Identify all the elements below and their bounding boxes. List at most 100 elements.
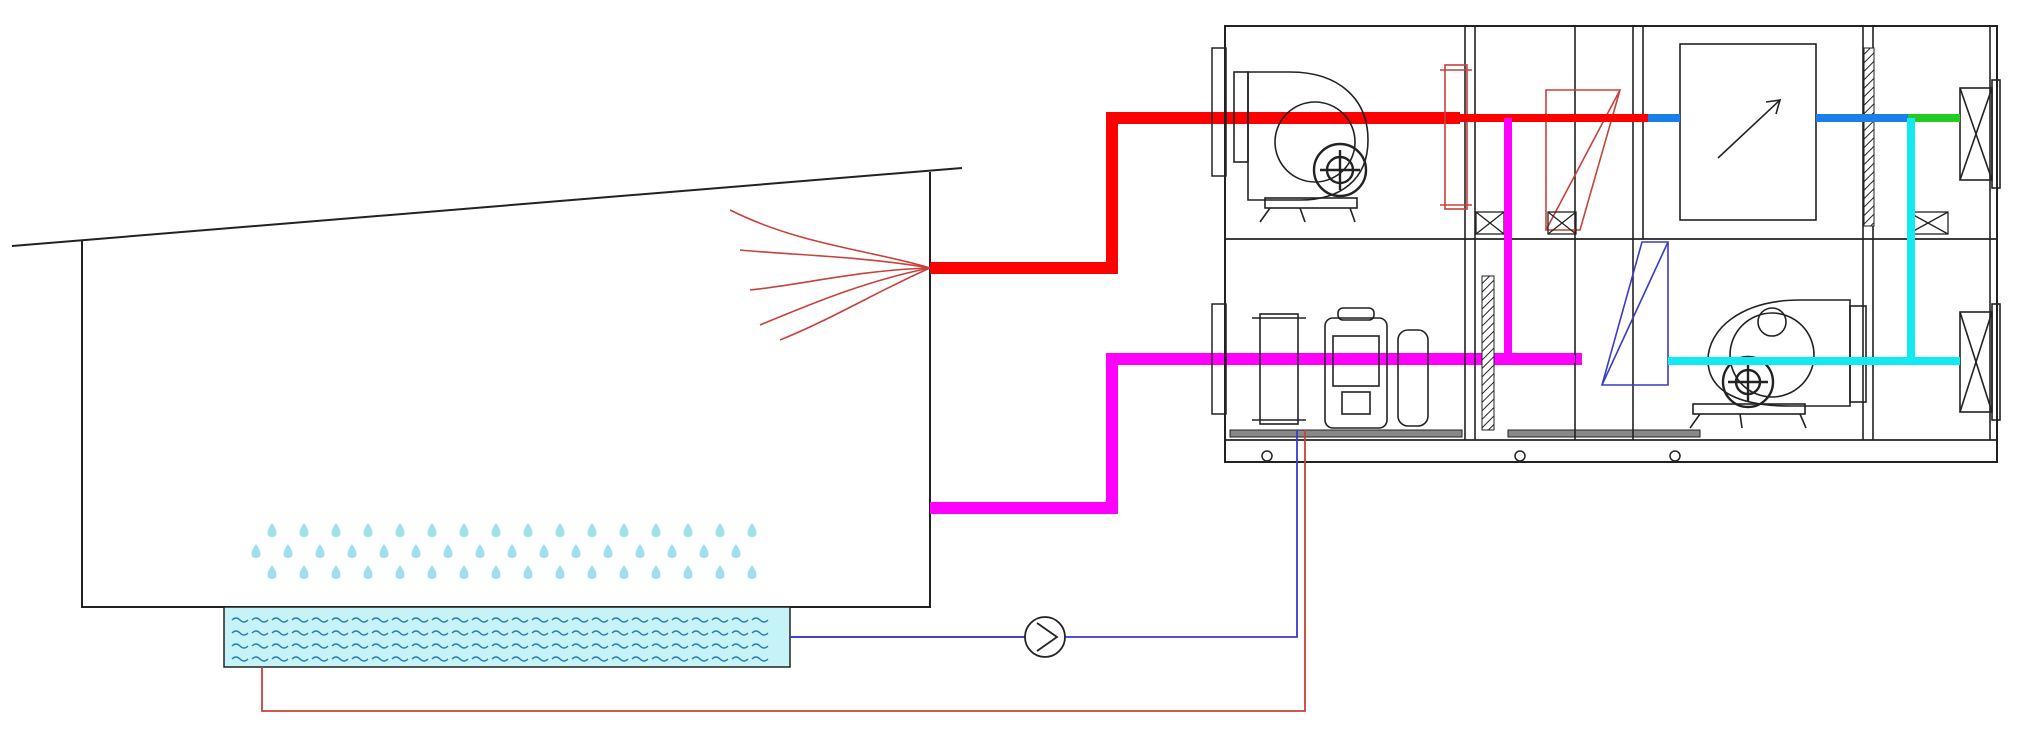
water-drop [283, 544, 293, 558]
water-drop [315, 544, 325, 558]
water-drop [731, 544, 741, 558]
water-drop [427, 523, 437, 537]
ahu-air-paths [1460, 114, 1960, 365]
water-drop [747, 523, 757, 537]
water-drop [651, 565, 661, 579]
wave-mark [711, 656, 729, 662]
water-drop [555, 523, 565, 537]
pool-hall [11, 167, 963, 608]
plate-heat-exchanger-icon [1440, 64, 1472, 210]
wave-mark [391, 643, 409, 649]
water-drop [587, 565, 597, 579]
wave-mark [291, 656, 309, 662]
water-drop [459, 565, 469, 579]
wave-mark [631, 656, 649, 662]
wave-mark [651, 656, 669, 662]
wave-mark [371, 656, 389, 662]
wave-mark [591, 643, 609, 649]
wave-mark [611, 630, 629, 636]
wave-mark [731, 656, 749, 662]
wave-mark [231, 630, 249, 636]
water-drop [555, 565, 565, 579]
wave-mark [351, 643, 369, 649]
wave-mark [631, 643, 649, 649]
wave-mark [251, 643, 269, 649]
water-drop [411, 544, 421, 558]
wave-mark [531, 617, 549, 623]
wave-mark [271, 656, 289, 662]
water-drop [715, 565, 725, 579]
water-drop [267, 523, 277, 537]
cold-water-line [1065, 430, 1298, 638]
water-drop [523, 523, 533, 537]
wave-mark [671, 617, 689, 623]
wave-mark [491, 630, 509, 636]
wave-mark [331, 617, 349, 623]
wave-mark [291, 643, 309, 649]
wave-mark [451, 617, 469, 623]
wave-mark [371, 643, 389, 649]
water-drop [443, 544, 453, 558]
air-handling-unit [1211, 25, 1998, 463]
drain-tray [1229, 429, 1463, 438]
wave-mark [391, 630, 409, 636]
wave-mark [671, 630, 689, 636]
wave-mark [351, 617, 369, 623]
wave-mark [751, 630, 769, 636]
water-drop [347, 544, 357, 558]
wave-mark [511, 630, 529, 636]
wave-mark [531, 630, 549, 636]
wave-mark [331, 630, 349, 636]
wave-mark [551, 643, 569, 649]
water-drop [331, 565, 341, 579]
water-drop [299, 565, 309, 579]
ahu-casing [1224, 25, 1998, 463]
supply-fan [1233, 71, 1369, 223]
wave-mark [391, 656, 409, 662]
wave-mark [631, 630, 649, 636]
wave-mark [531, 643, 549, 649]
wave-mark [431, 656, 449, 662]
water-drop [715, 523, 725, 537]
wave-mark [451, 656, 469, 662]
wave-mark [571, 617, 589, 623]
water-drop [587, 523, 597, 537]
wave-mark [531, 656, 549, 662]
wave-mark [731, 617, 749, 623]
water-drop [651, 523, 661, 537]
water-drop [619, 565, 629, 579]
water-drop [523, 565, 533, 579]
wave-mark [591, 617, 609, 623]
wave-mark [551, 656, 569, 662]
wave-mark [271, 617, 289, 623]
ahu-wheel [1514, 450, 1526, 462]
wave-mark [611, 617, 629, 623]
drain-tray [1507, 429, 1701, 438]
wave-mark [351, 656, 369, 662]
water-drop [491, 565, 501, 579]
water-drop [699, 544, 709, 558]
wave-mark [431, 630, 449, 636]
water-drop [299, 523, 309, 537]
water-drop [395, 523, 405, 537]
wave-mark [291, 630, 309, 636]
evaporation-drops [251, 523, 757, 579]
heater-coil-icon [1679, 43, 1817, 221]
wave-mark [471, 656, 489, 662]
wave-mark [491, 656, 509, 662]
wave-mark [631, 617, 649, 623]
water-piping [261, 430, 1306, 712]
water-drop [507, 544, 517, 558]
ahu-wheel [1669, 450, 1681, 462]
wave-mark [571, 643, 589, 649]
wave-mark [231, 643, 249, 649]
wave-mark [251, 656, 269, 662]
wave-mark [551, 630, 569, 636]
ahu-wheel [1261, 450, 1273, 462]
wave-mark [611, 643, 629, 649]
wave-mark [331, 656, 349, 662]
wave-mark [651, 643, 669, 649]
wave-mark [571, 656, 589, 662]
wave-mark [331, 643, 349, 649]
